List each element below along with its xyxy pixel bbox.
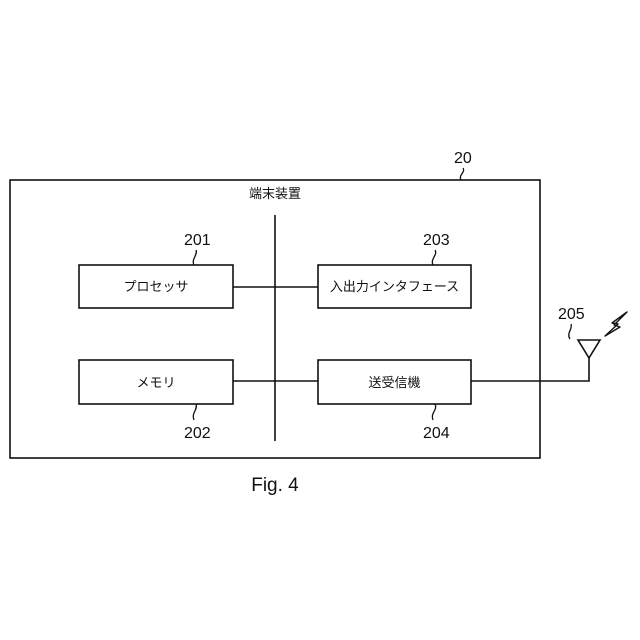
memory-ref: 202 <box>184 425 211 442</box>
device-title: 端末装置 <box>249 187 301 202</box>
processor-ref: 201 <box>184 232 211 249</box>
lightning-bolt-icon <box>605 312 627 336</box>
io-interface-ref: 203 <box>423 232 450 249</box>
transceiver-label: 送受信機 <box>368 376 420 391</box>
processor-label: プロセッサ <box>123 280 188 295</box>
figure-caption: Fig. 4 <box>251 475 299 496</box>
io-interface-label: 入出力インタフェース <box>330 280 459 295</box>
antenna-ref: 205 <box>558 306 585 323</box>
transceiver-ref: 204 <box>423 425 450 442</box>
device-ref: 20 <box>454 150 472 167</box>
device-ref-leader <box>460 168 463 180</box>
antenna-ref-leader <box>569 324 572 339</box>
memory-label: メモリ <box>136 376 175 391</box>
antenna-icon <box>578 340 600 358</box>
